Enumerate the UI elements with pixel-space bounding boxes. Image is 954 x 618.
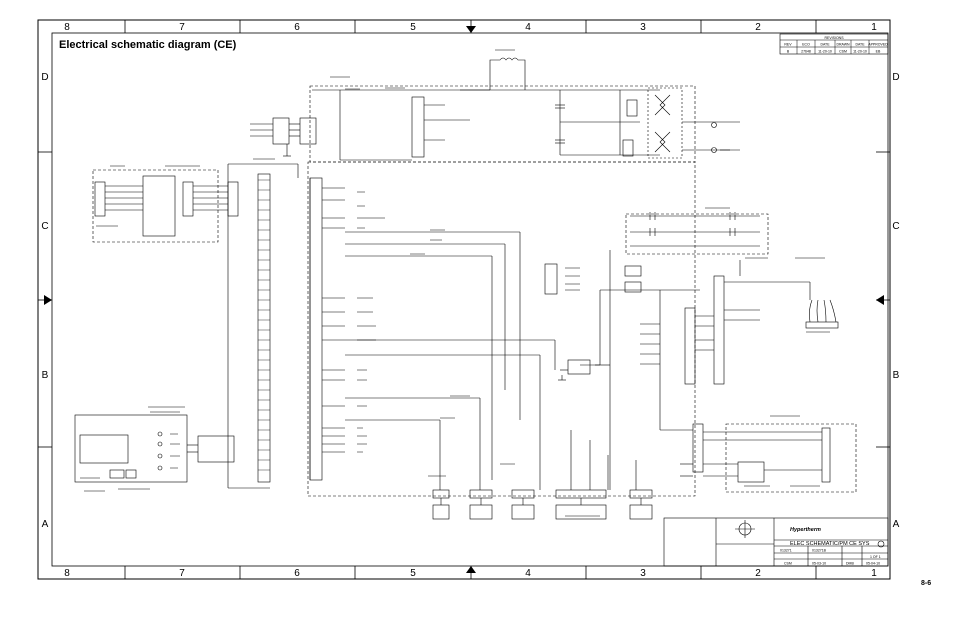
connector-pins [258, 179, 270, 471]
col-label: 2 [755, 568, 761, 579]
relay-block [544, 263, 591, 381]
part-number-rev: 013271B [812, 549, 827, 553]
svg-text:ECO: ECO [802, 43, 810, 47]
row-label: C [41, 221, 48, 232]
col-label: 6 [294, 568, 300, 579]
col-label: 5 [410, 568, 416, 579]
inner-border [51, 32, 889, 567]
col-label: 1 [871, 568, 877, 579]
signal-wires [345, 231, 700, 490]
row-label: A [893, 519, 900, 530]
drawn-by: CSM [784, 562, 792, 566]
col-label: 2 [755, 22, 761, 33]
col-label: 7 [179, 22, 185, 33]
power-section [309, 57, 740, 163]
col-label: 7 [179, 568, 185, 579]
sheet-number: 1 OF 1 [870, 555, 881, 559]
lower-left-board [74, 414, 235, 483]
page-title: Electrical schematic diagram (CE) [59, 39, 237, 51]
svg-text:EB: EB [876, 50, 881, 54]
svg-text:27648: 27648 [801, 50, 811, 54]
control-board-outline [307, 161, 696, 497]
left-panel-box [92, 169, 239, 243]
svg-text:11-20-10: 11-20-10 [853, 50, 867, 54]
checked-date: 05-04-10 [866, 562, 880, 566]
col-label: 1 [871, 22, 877, 33]
column-labels-bottom: 8 7 6 5 4 3 2 1 [64, 568, 877, 579]
svg-text:B: B [787, 50, 790, 54]
drawn-date: 05-03-10 [812, 562, 826, 566]
power-input [250, 117, 317, 157]
row-labels: D C B A D C B A [41, 72, 899, 530]
col-label: 4 [525, 22, 531, 33]
col-label: 8 [64, 22, 70, 33]
col-label: 6 [294, 22, 300, 33]
row-label: D [41, 72, 48, 83]
col-label: 4 [525, 568, 531, 579]
title-block [663, 517, 889, 567]
drawing-title: ELEC SCHEMATIC/PM CE SYS [790, 541, 870, 547]
col-label: 8 [64, 568, 70, 579]
row-label: D [892, 72, 899, 83]
svg-text:DATE: DATE [820, 43, 830, 47]
company-logo: Hypertherm [790, 527, 821, 533]
col-label: 3 [640, 568, 646, 579]
revisions-heading: REVISIONS [824, 36, 844, 40]
row-label: B [893, 370, 900, 381]
annotation-marks [80, 49, 830, 517]
row-ticks [38, 151, 890, 448]
page-number: 8-6 [921, 580, 932, 587]
row-label: B [42, 370, 49, 381]
col-label: 5 [410, 22, 416, 33]
svg-text:DRAWN: DRAWN [836, 43, 850, 47]
svg-text:11-20-10: 11-20-10 [818, 50, 832, 54]
svg-text:APPROVED: APPROVED [868, 43, 888, 47]
svg-text:REV: REV [784, 43, 792, 47]
main-connector-strip [227, 163, 345, 489]
col-label: 3 [640, 22, 646, 33]
center-arrows [44, 26, 884, 573]
svg-text:CSM: CSM [839, 50, 847, 54]
part-number: 013271 [780, 549, 792, 553]
checked-by: DMB [846, 562, 854, 566]
column-labels-top: 8 7 6 5 4 3 2 1 [64, 22, 877, 33]
torch-lead [805, 299, 839, 329]
revisions-block: REVISIONS REV ECO DATE DRAWN DATE APPROV… [779, 33, 889, 55]
row-label: A [42, 519, 49, 530]
cpc-box [680, 423, 857, 493]
column-ticks [124, 20, 817, 579]
right-relay-box [625, 212, 769, 255]
row-label: C [892, 221, 899, 232]
right-connector-strip [624, 260, 811, 431]
svg-text:DATE: DATE [855, 43, 865, 47]
outer-border [37, 19, 891, 580]
bottom-connectors [432, 430, 653, 520]
